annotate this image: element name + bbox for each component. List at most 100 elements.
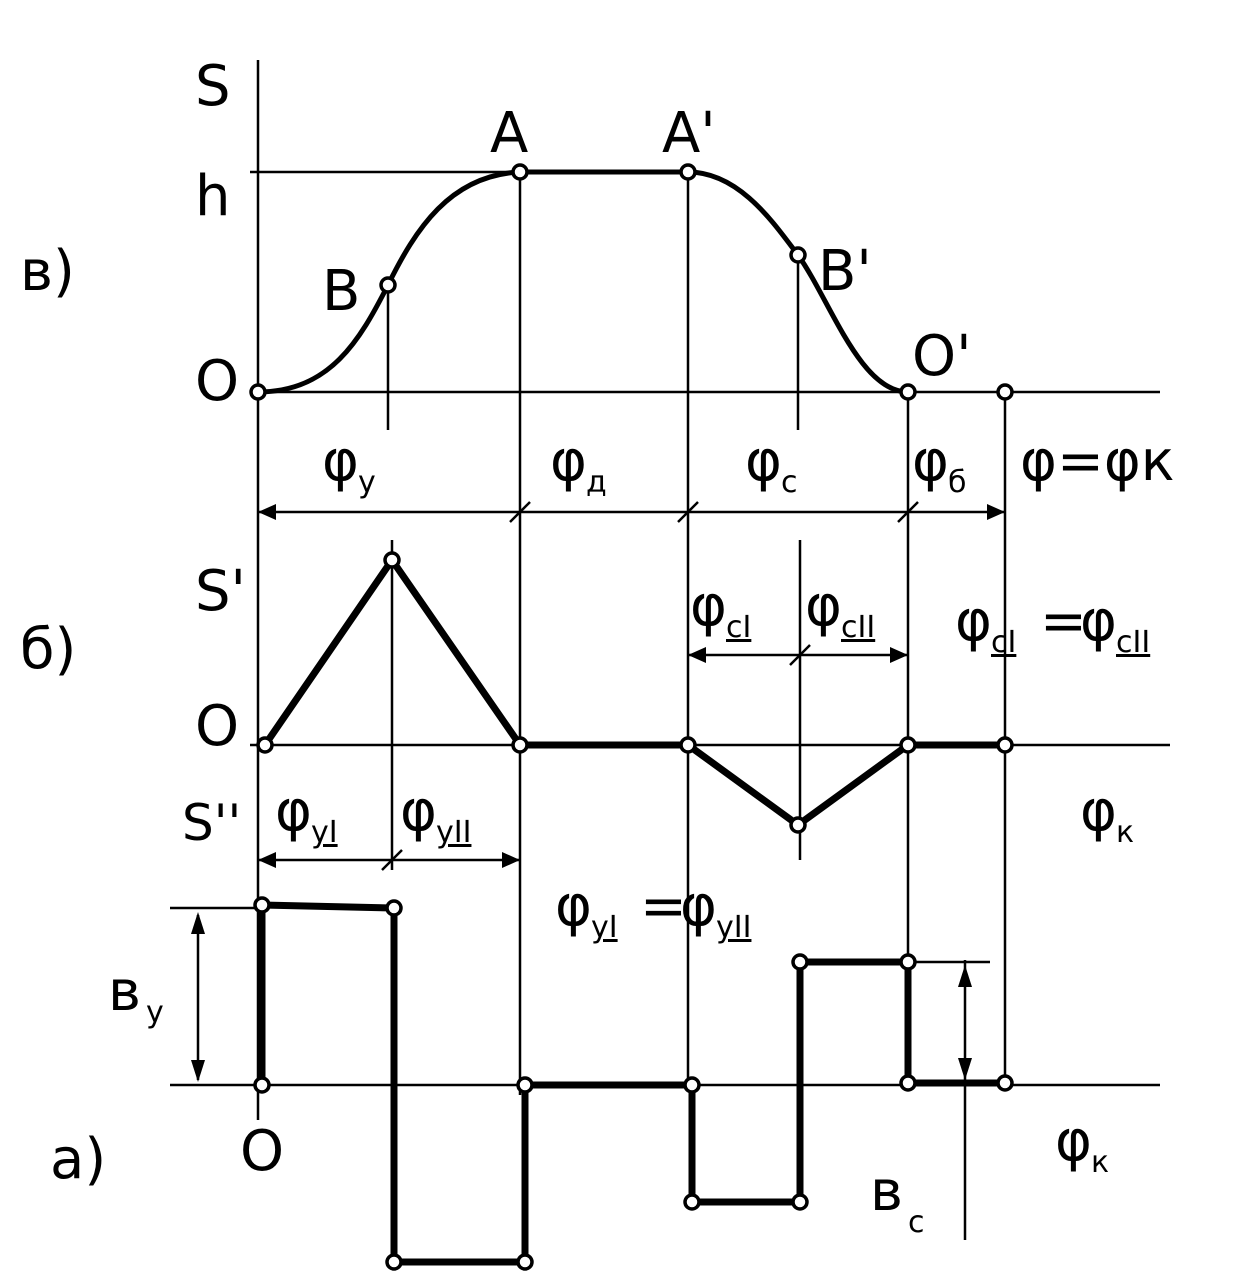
point-o-top	[249, 383, 267, 401]
point-accel-9	[791, 953, 809, 971]
point-accel-3	[385, 1253, 403, 1271]
dimension-ticks-c	[688, 644, 908, 666]
svg-text:φ: φ	[690, 574, 727, 639]
vy-arrow-head-top	[191, 912, 205, 934]
point-label-b: B	[322, 259, 360, 324]
point-label-b-prime: B'	[818, 239, 872, 304]
vc-arrow-head-bottom	[958, 1058, 972, 1080]
svg-text:φ: φ	[400, 779, 437, 844]
svg-text:у: у	[358, 465, 376, 500]
point-accel-4	[516, 1253, 534, 1271]
label-phi-equals-phi-k: φ=φк	[1020, 429, 1175, 494]
equation-phi-c: φ сI = φ сII	[955, 589, 1150, 660]
point-velocity-o-prime	[899, 736, 917, 754]
point-accel-7	[683, 1193, 701, 1211]
point-end-top	[996, 383, 1014, 401]
svg-text:сII: сII	[1116, 625, 1150, 660]
vy-arrow-head-bottom	[191, 1060, 205, 1082]
svg-text:сII: сII	[841, 610, 875, 645]
point-accel-1	[253, 896, 271, 914]
svg-text:к: к	[1091, 1145, 1109, 1180]
point-velocity-min	[789, 816, 807, 834]
point-o-prime	[899, 383, 917, 401]
axis-label-s: S	[195, 54, 231, 119]
svg-text:с: с	[908, 1205, 925, 1240]
point-b-prime	[789, 246, 807, 264]
point-accel-6	[683, 1076, 701, 1094]
point-velocity-a-prime	[679, 736, 697, 754]
axis-label-o-bottom: O	[240, 1119, 284, 1184]
svg-text:φ: φ	[555, 874, 592, 939]
point-label-a: A	[490, 101, 528, 166]
svg-text:φ: φ	[275, 779, 312, 844]
panel-label-b: б)	[20, 617, 76, 682]
point-velocity-end	[996, 736, 1014, 754]
svg-text:у: у	[146, 995, 164, 1030]
svg-text:φ: φ	[1080, 589, 1117, 654]
svg-text:φ: φ	[550, 429, 587, 494]
point-accel-10	[899, 953, 917, 971]
svg-text:φ: φ	[1055, 1109, 1092, 1174]
point-accel-5	[516, 1076, 534, 1094]
axis-label-s-prime: S'	[195, 559, 246, 624]
axis-label-h: h	[195, 164, 231, 229]
svg-text:=: =	[640, 874, 687, 939]
point-b	[379, 276, 397, 294]
point-a-prime	[679, 163, 697, 181]
point-label-a-prime: A'	[662, 101, 716, 166]
panel-label-a: а)	[50, 1127, 106, 1192]
svg-text:φ: φ	[680, 874, 717, 939]
axis-label-o-mid: O	[195, 694, 239, 759]
svg-text:φ: φ	[912, 429, 949, 494]
point-a	[511, 163, 529, 181]
svg-text:в: в	[108, 959, 141, 1024]
dimension-ticks-top	[258, 501, 1005, 523]
svg-text:сI: сI	[991, 625, 1016, 660]
velocity-graph	[261, 556, 1009, 829]
svg-text:д: д	[586, 465, 607, 500]
svg-text:уI: уI	[311, 815, 338, 850]
panel-label-v: в)	[20, 239, 75, 304]
point-accel-2	[385, 899, 403, 917]
equation-phi-y: φ уI = φ уII	[555, 874, 751, 945]
vc-arrow-head-top	[958, 965, 972, 987]
svg-text:φ: φ	[955, 589, 992, 654]
svg-text:сI: сI	[726, 610, 751, 645]
point-o-bottom	[253, 1076, 271, 1094]
svg-text:уII: уII	[716, 910, 751, 945]
point-accel-8	[791, 1193, 809, 1211]
svg-text:=: =	[1040, 589, 1087, 654]
svg-text:φ: φ	[805, 574, 842, 639]
svg-text:б: б	[948, 465, 967, 500]
axis-label-s-double-prime: S''	[182, 794, 241, 852]
point-o-mid	[256, 736, 274, 754]
svg-text:φ: φ	[745, 429, 782, 494]
svg-text:уII: уII	[436, 815, 471, 850]
svg-text:с: с	[781, 465, 798, 500]
svg-text:к: к	[1116, 815, 1134, 850]
svg-text:уI: уI	[591, 910, 618, 945]
svg-text:в: в	[870, 1159, 903, 1224]
point-velocity-a	[511, 736, 529, 754]
svg-text:φ: φ	[1080, 779, 1117, 844]
svg-text:φ: φ	[322, 429, 359, 494]
point-velocity-peak	[383, 551, 401, 569]
point-label-o-prime: O'	[912, 324, 971, 389]
point-accel-12	[996, 1074, 1014, 1092]
dimension-ticks-y	[258, 849, 520, 871]
axis-label-o-top: O	[195, 349, 239, 414]
